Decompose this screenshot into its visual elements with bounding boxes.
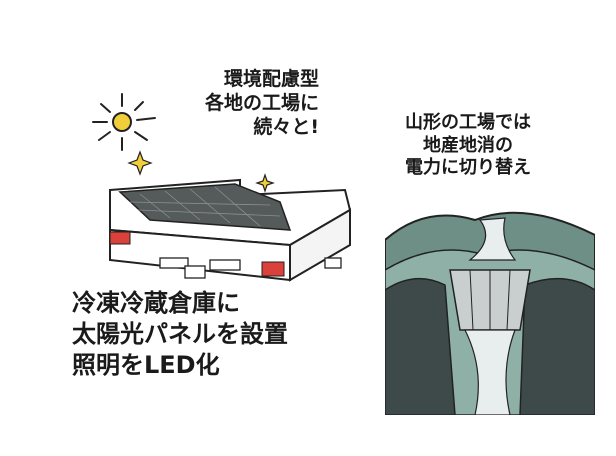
caption-line: 各地の工場に [205,91,320,114]
caption-line: 太陽光パネルを設置 [72,320,288,349]
factory-illustration [109,150,352,282]
caption-line: 続々と! [253,115,320,138]
factory-caption-top: 環境配慮型 各地の工場に 続々と! [205,68,319,139]
caption-line: 照明をLED化 [72,351,220,380]
caption-line: 電力に切り替え [405,157,531,178]
caption-line: 山形の工場では [405,112,531,133]
sparkle-icon [127,150,275,193]
yamagata-caption: 山形の工場では 地産地消の 電力に切り替え [405,112,531,180]
caption-line: 冷凍冷蔵倉庫に [72,289,240,317]
caption-line: 地産地消の [423,134,513,156]
factory-caption-bottom: 冷凍冷蔵倉庫に 太陽光パネルを設置 照明をLED化 [72,288,288,382]
dam-landscape-illustration [385,200,595,415]
caption-line: 環境配慮型 [224,68,320,90]
sun-icon [92,93,156,151]
